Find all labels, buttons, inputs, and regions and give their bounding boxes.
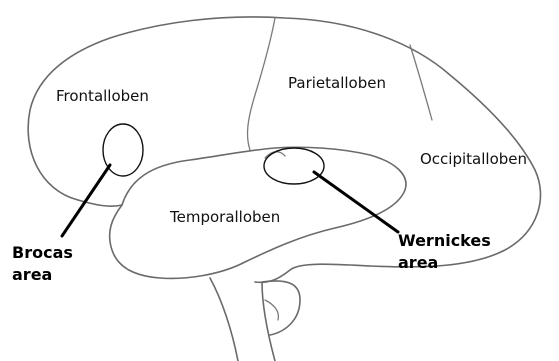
- wernicke-area-label-line2: area: [398, 253, 438, 272]
- central-sulcus-line: [248, 18, 275, 150]
- broca-pointer-line: [62, 165, 110, 236]
- cerebellum-fold: [265, 300, 278, 320]
- occipital-lobe-label: Occipitalloben: [420, 150, 527, 168]
- wernicke-area-label-line1: Wernickes: [398, 231, 491, 250]
- brainstem-outline-right: [262, 282, 275, 361]
- broca-area-label-line2: area: [12, 265, 52, 284]
- parieto-occipital-line: [410, 45, 432, 120]
- broca-area-label-line1: Brocas: [12, 243, 73, 262]
- parietal-lobe-label: Parietalloben: [288, 74, 386, 92]
- brainstem-outline: [210, 278, 238, 361]
- temporal-lobe-label: Temporalloben: [169, 208, 280, 226]
- wernicke-area-marker: [264, 148, 324, 184]
- frontal-lobe-label: Frontalloben: [56, 87, 149, 105]
